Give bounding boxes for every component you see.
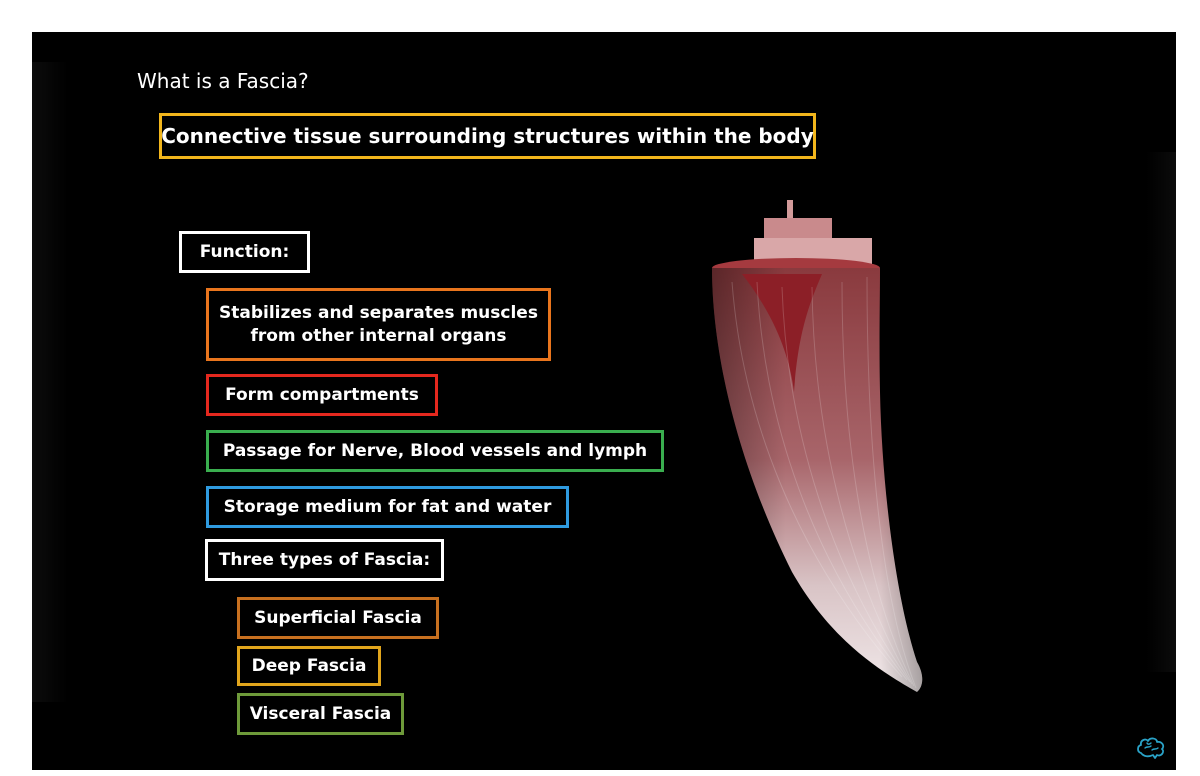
- type-visceral: Visceral Fascia: [237, 693, 404, 735]
- function-passage: Passage for Nerve, Blood vessels and lym…: [206, 430, 664, 472]
- function-storage: Storage medium for fat and water: [206, 486, 569, 528]
- muscle-illustration: [712, 200, 923, 692]
- function-heading: Function:: [179, 231, 310, 273]
- tendon-tip: [787, 200, 793, 220]
- slide-edge-right: [1146, 152, 1176, 672]
- function-stabilizes: Stabilizes and separates muscles from ot…: [206, 288, 551, 361]
- type-superficial: Superficial Fascia: [237, 597, 439, 639]
- types-heading: Three types of Fascia:: [205, 539, 444, 581]
- brain-icon: [1137, 737, 1165, 759]
- definition-box: Connective tissue surrounding structures…: [159, 113, 816, 159]
- slide-edge-left: [32, 62, 68, 702]
- type-deep: Deep Fascia: [237, 646, 381, 686]
- function-compartments: Form compartments: [206, 374, 438, 416]
- muscle-inner-wedge: [742, 274, 822, 392]
- slide-title: What is a Fascia?: [137, 69, 309, 93]
- muscle-fibers: [731, 276, 917, 689]
- slide: What is a Fascia? Connective tissue surr…: [32, 32, 1176, 770]
